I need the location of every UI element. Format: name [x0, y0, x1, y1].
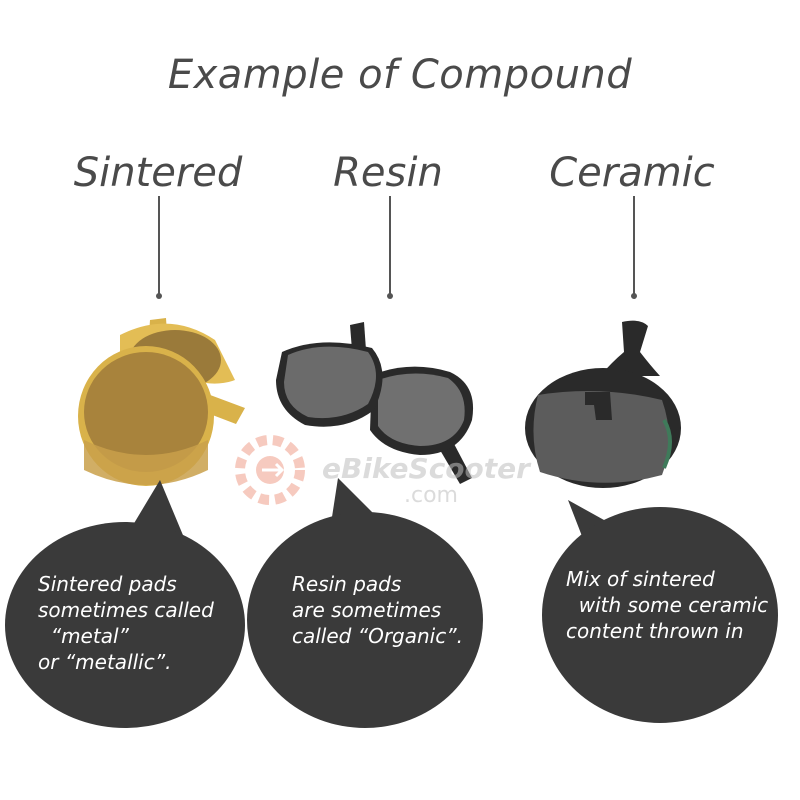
ceramic-tab [600, 320, 660, 376]
leader-line-ceramic [631, 196, 637, 299]
heading-sintered: Sintered [73, 150, 243, 196]
sintered-front-edge [84, 440, 208, 485]
watermark-gear-icon [235, 435, 305, 505]
sintered-pad-image [78, 318, 245, 486]
ceramic-green-edge [662, 418, 672, 469]
heading-resin: Resin [333, 150, 443, 196]
heading-ceramic: Ceramic [549, 150, 715, 196]
resin-tab-bottom [440, 440, 472, 484]
resin-tab-top [350, 322, 366, 350]
sintered-front-pad [84, 352, 208, 472]
ceramic-pad-groove [585, 392, 612, 420]
description-sintered: Sintered pads sometimes called “metal” o… [38, 572, 214, 674]
ceramic-pad-surface [533, 391, 669, 483]
resin-back-pad [378, 373, 465, 446]
bubble-ceramic [542, 500, 778, 723]
description-resin: Resin pads are sometimes called “Organic… [292, 572, 463, 648]
resin-front-pad [284, 346, 376, 419]
resin-pad-image [276, 322, 474, 484]
leader-line-resin [387, 196, 393, 299]
watermark-brand: eBikeScooter [322, 452, 530, 485]
diagram-title: Example of Compound [167, 52, 633, 98]
description-ceramic: Mix of sintered with some ceramic conten… [566, 567, 769, 643]
bubble-resin [247, 478, 483, 728]
ceramic-pad-image [525, 320, 681, 488]
leader-line-sintered [156, 196, 162, 299]
bubble-sintered [5, 480, 245, 728]
watermark-domain: .com [404, 483, 458, 508]
